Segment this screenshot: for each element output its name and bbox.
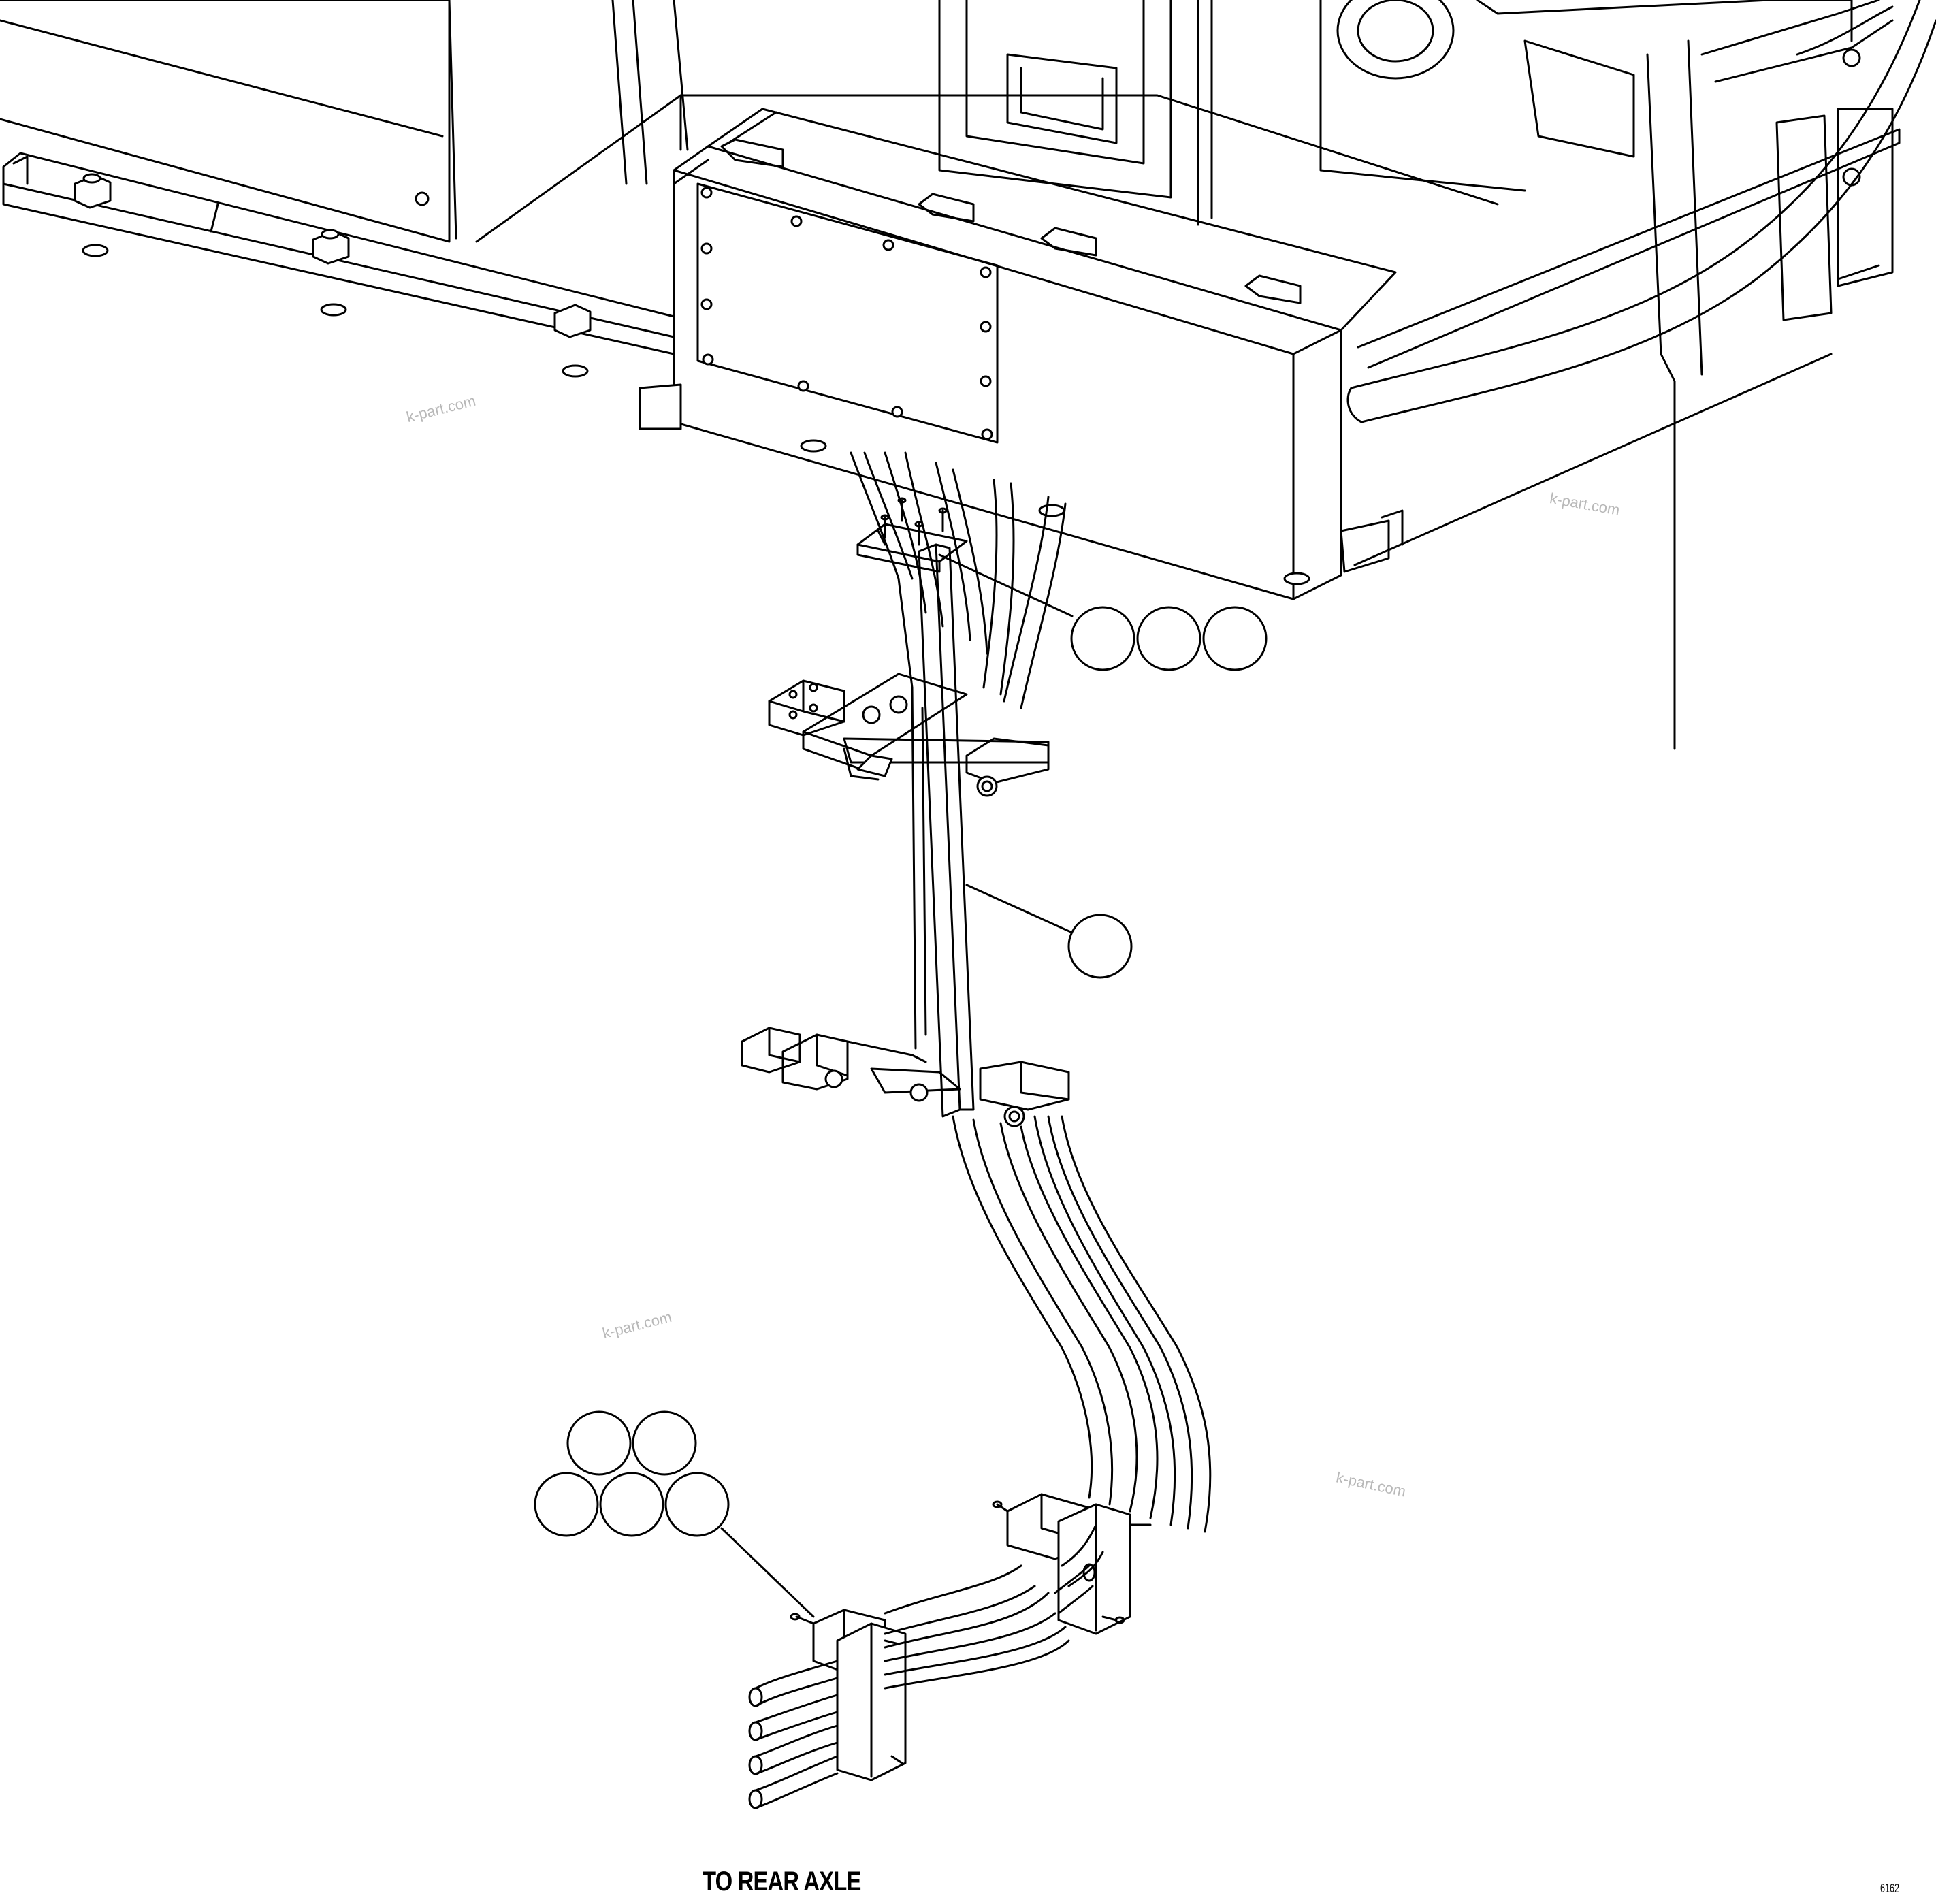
callout-circle [534,1472,599,1537]
callout-circle [632,1410,697,1476]
callout-circles [534,606,1268,1537]
callout-circle [1136,606,1201,671]
destination-caption: TO REAR AXLE [703,1867,861,1897]
chassis-frame [0,0,1936,750]
callout-circle [1070,606,1135,671]
hose-clamps [748,1493,1152,1809]
upper-hoses [850,451,1067,709]
callout-circle [1202,606,1268,671]
upper-clamp [768,673,1050,797]
callout-circle [1067,914,1133,979]
lower-clamp [741,1027,1070,1127]
vertical-bracket [856,497,975,1118]
lower-hoses [952,1115,1212,1533]
cover-bolts [700,187,993,440]
callout-circle [664,1472,730,1537]
callout-circle [599,1472,664,1537]
callout-leaders [720,553,1074,1618]
callout-circle [566,1410,632,1476]
figure-number: 6162 [1880,1882,1900,1895]
rail-bolts [74,173,1310,585]
